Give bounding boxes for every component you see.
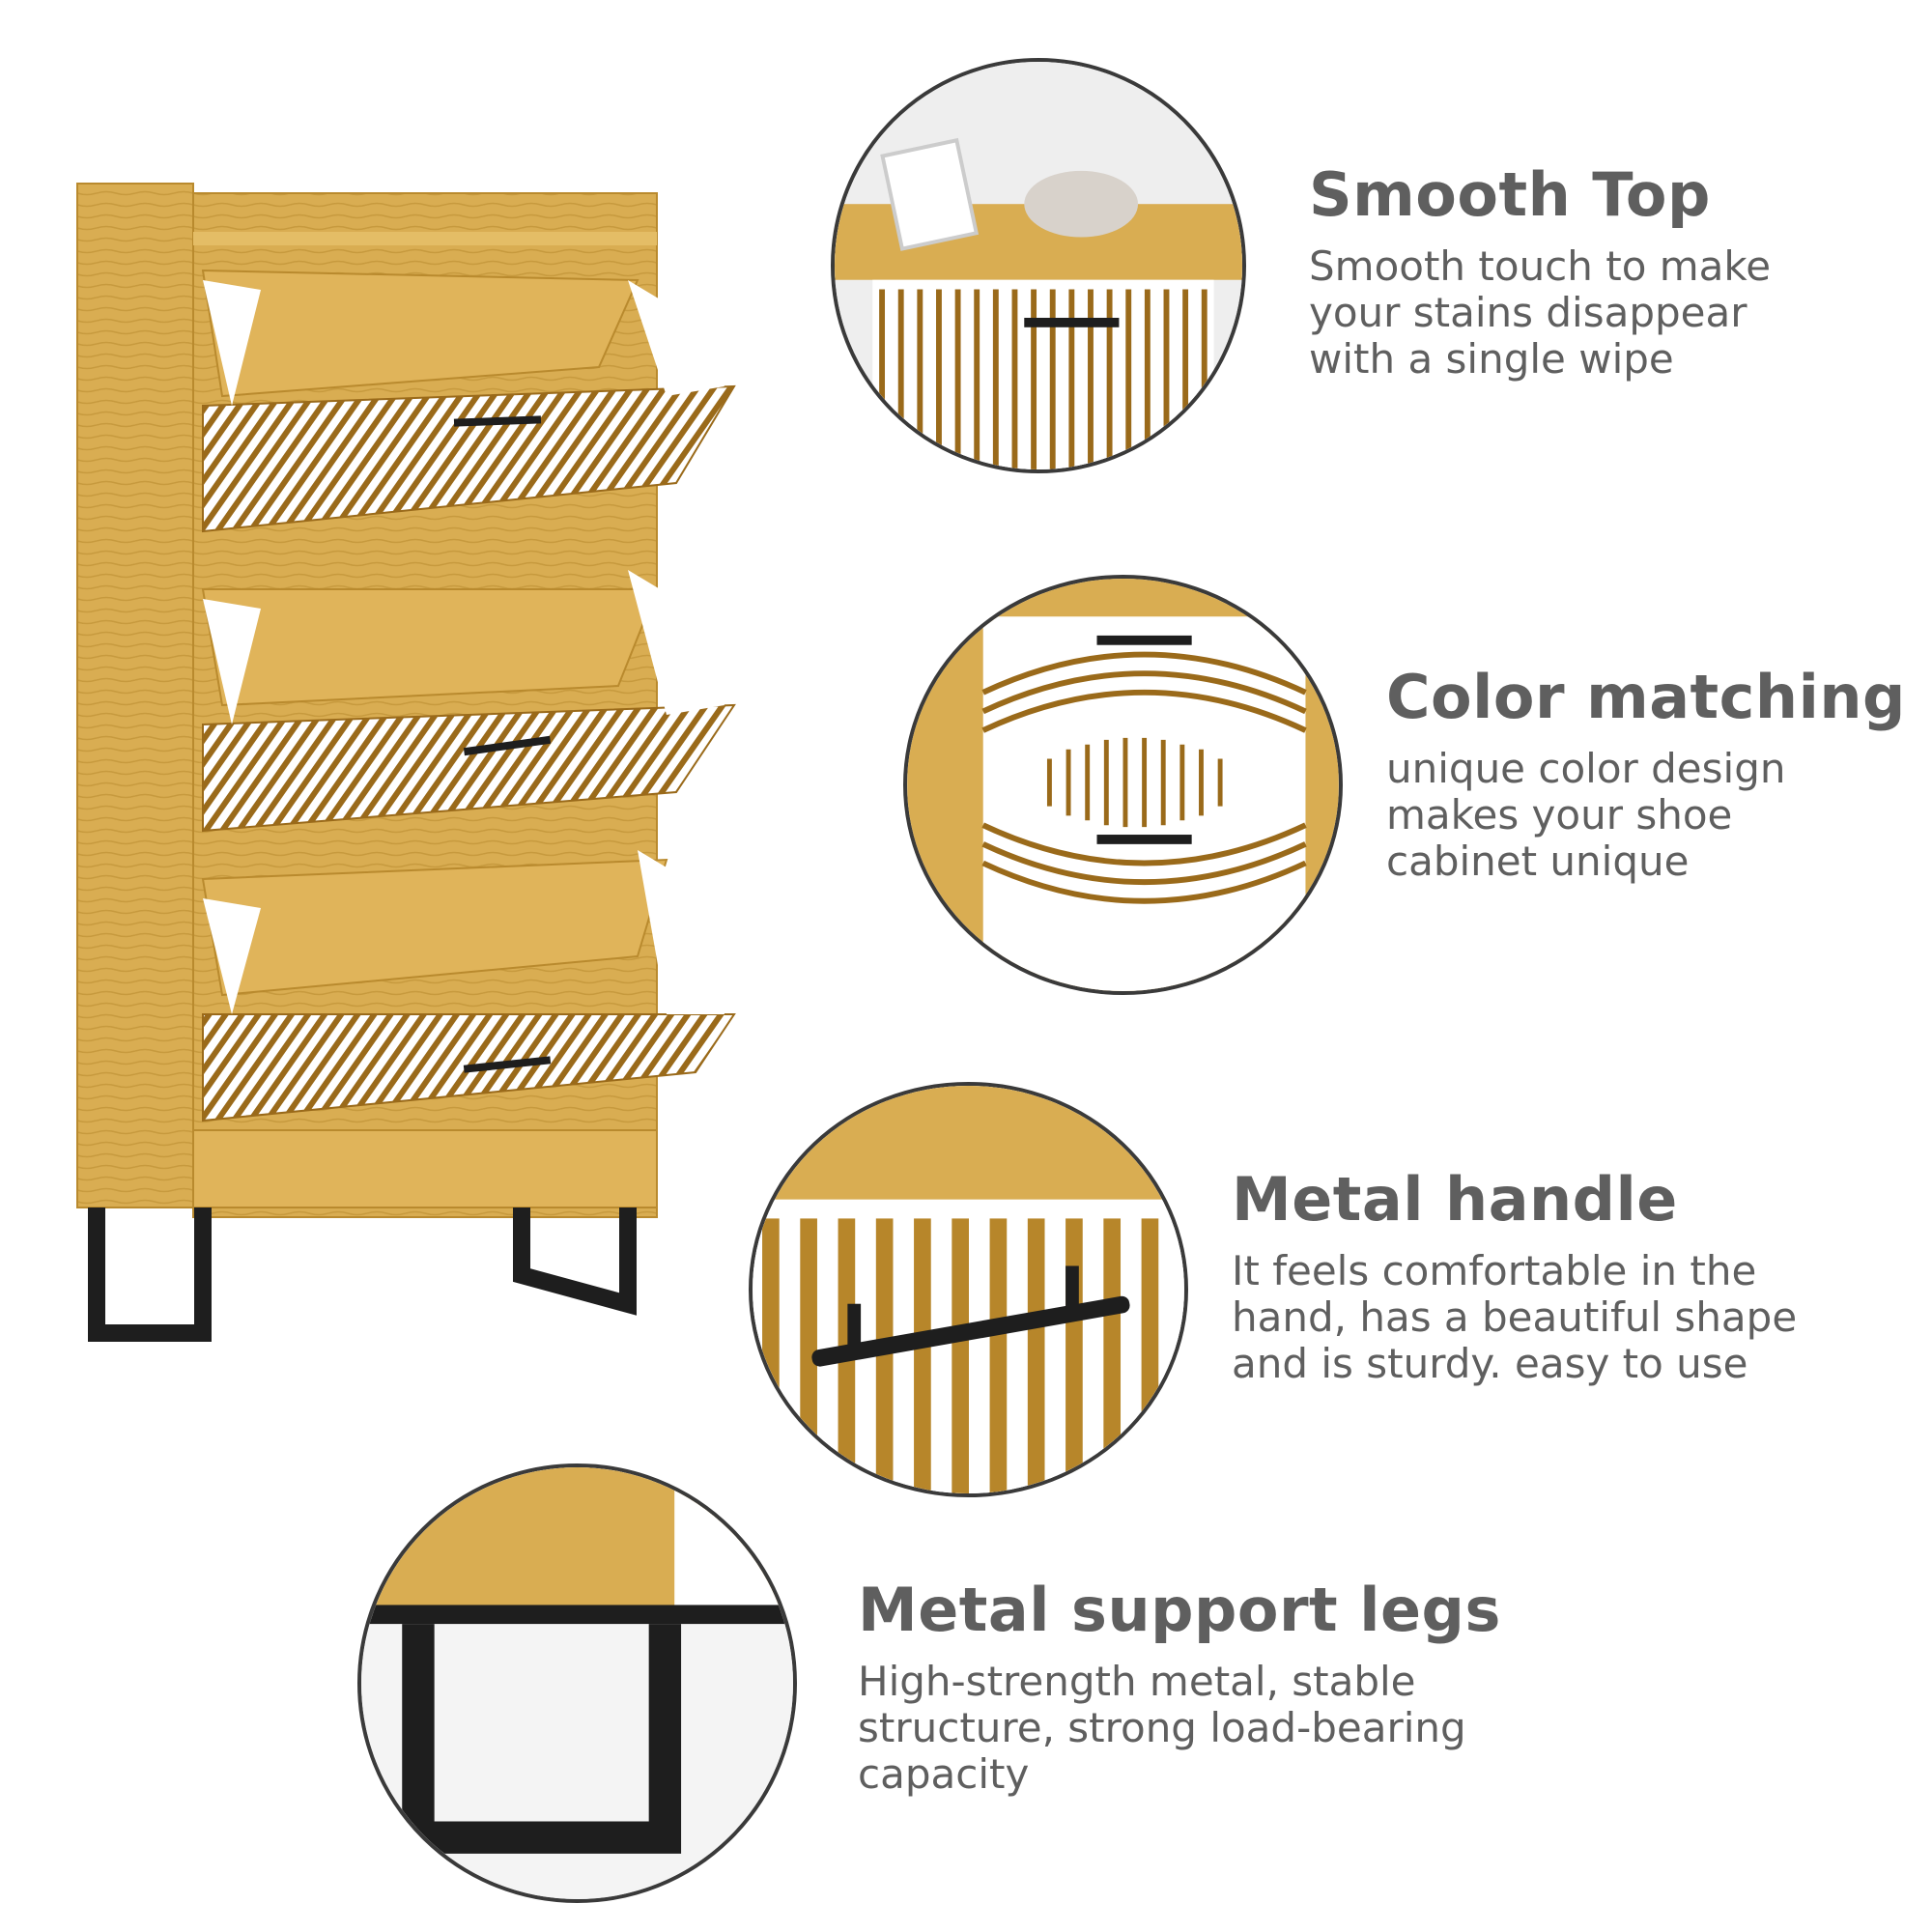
- top-shelf: [193, 232, 657, 245]
- feature-metal-handle: Metal handle It feels comfortable in the…: [1232, 1164, 1797, 1387]
- drawer-3: [201, 850, 736, 1122]
- feature-description: High-strength metal, stable structure, s…: [858, 1658, 1466, 1798]
- feature-smooth-top: Smooth Top Smooth touch to make your sta…: [1309, 159, 1771, 383]
- cabinet-side-panel: [76, 183, 194, 1208]
- feature-title: Metal support legs: [858, 1575, 1501, 1645]
- metal-legs: [88, 1208, 637, 1342]
- feature-metal-support-legs: Metal support legs High-strength metal, …: [858, 1575, 1501, 1798]
- feature-color-matching: Color matching unique color design makes…: [1386, 662, 1906, 885]
- feature-title: Metal handle: [1232, 1164, 1678, 1235]
- drawer-1: [201, 269, 736, 533]
- bottom-shelf: [192, 1129, 658, 1208]
- metal-handle-closeup-image: [749, 1082, 1188, 1497]
- feature-description: unique color design makes your shoe cabi…: [1386, 745, 1786, 885]
- metal-legs-closeup-image: [357, 1463, 797, 1903]
- drawer-2: [201, 570, 736, 833]
- shoe-cabinet-image: [58, 164, 773, 1362]
- smooth-top-closeup-image: [831, 58, 1246, 473]
- color-matching-closeup-image: [903, 575, 1343, 995]
- feature-title: Color matching: [1386, 662, 1906, 732]
- feature-description: It feels comfortable in the hand, has a …: [1232, 1247, 1798, 1387]
- feature-title: Smooth Top: [1309, 159, 1711, 230]
- feature-description: Smooth touch to make your stains disappe…: [1309, 242, 1772, 383]
